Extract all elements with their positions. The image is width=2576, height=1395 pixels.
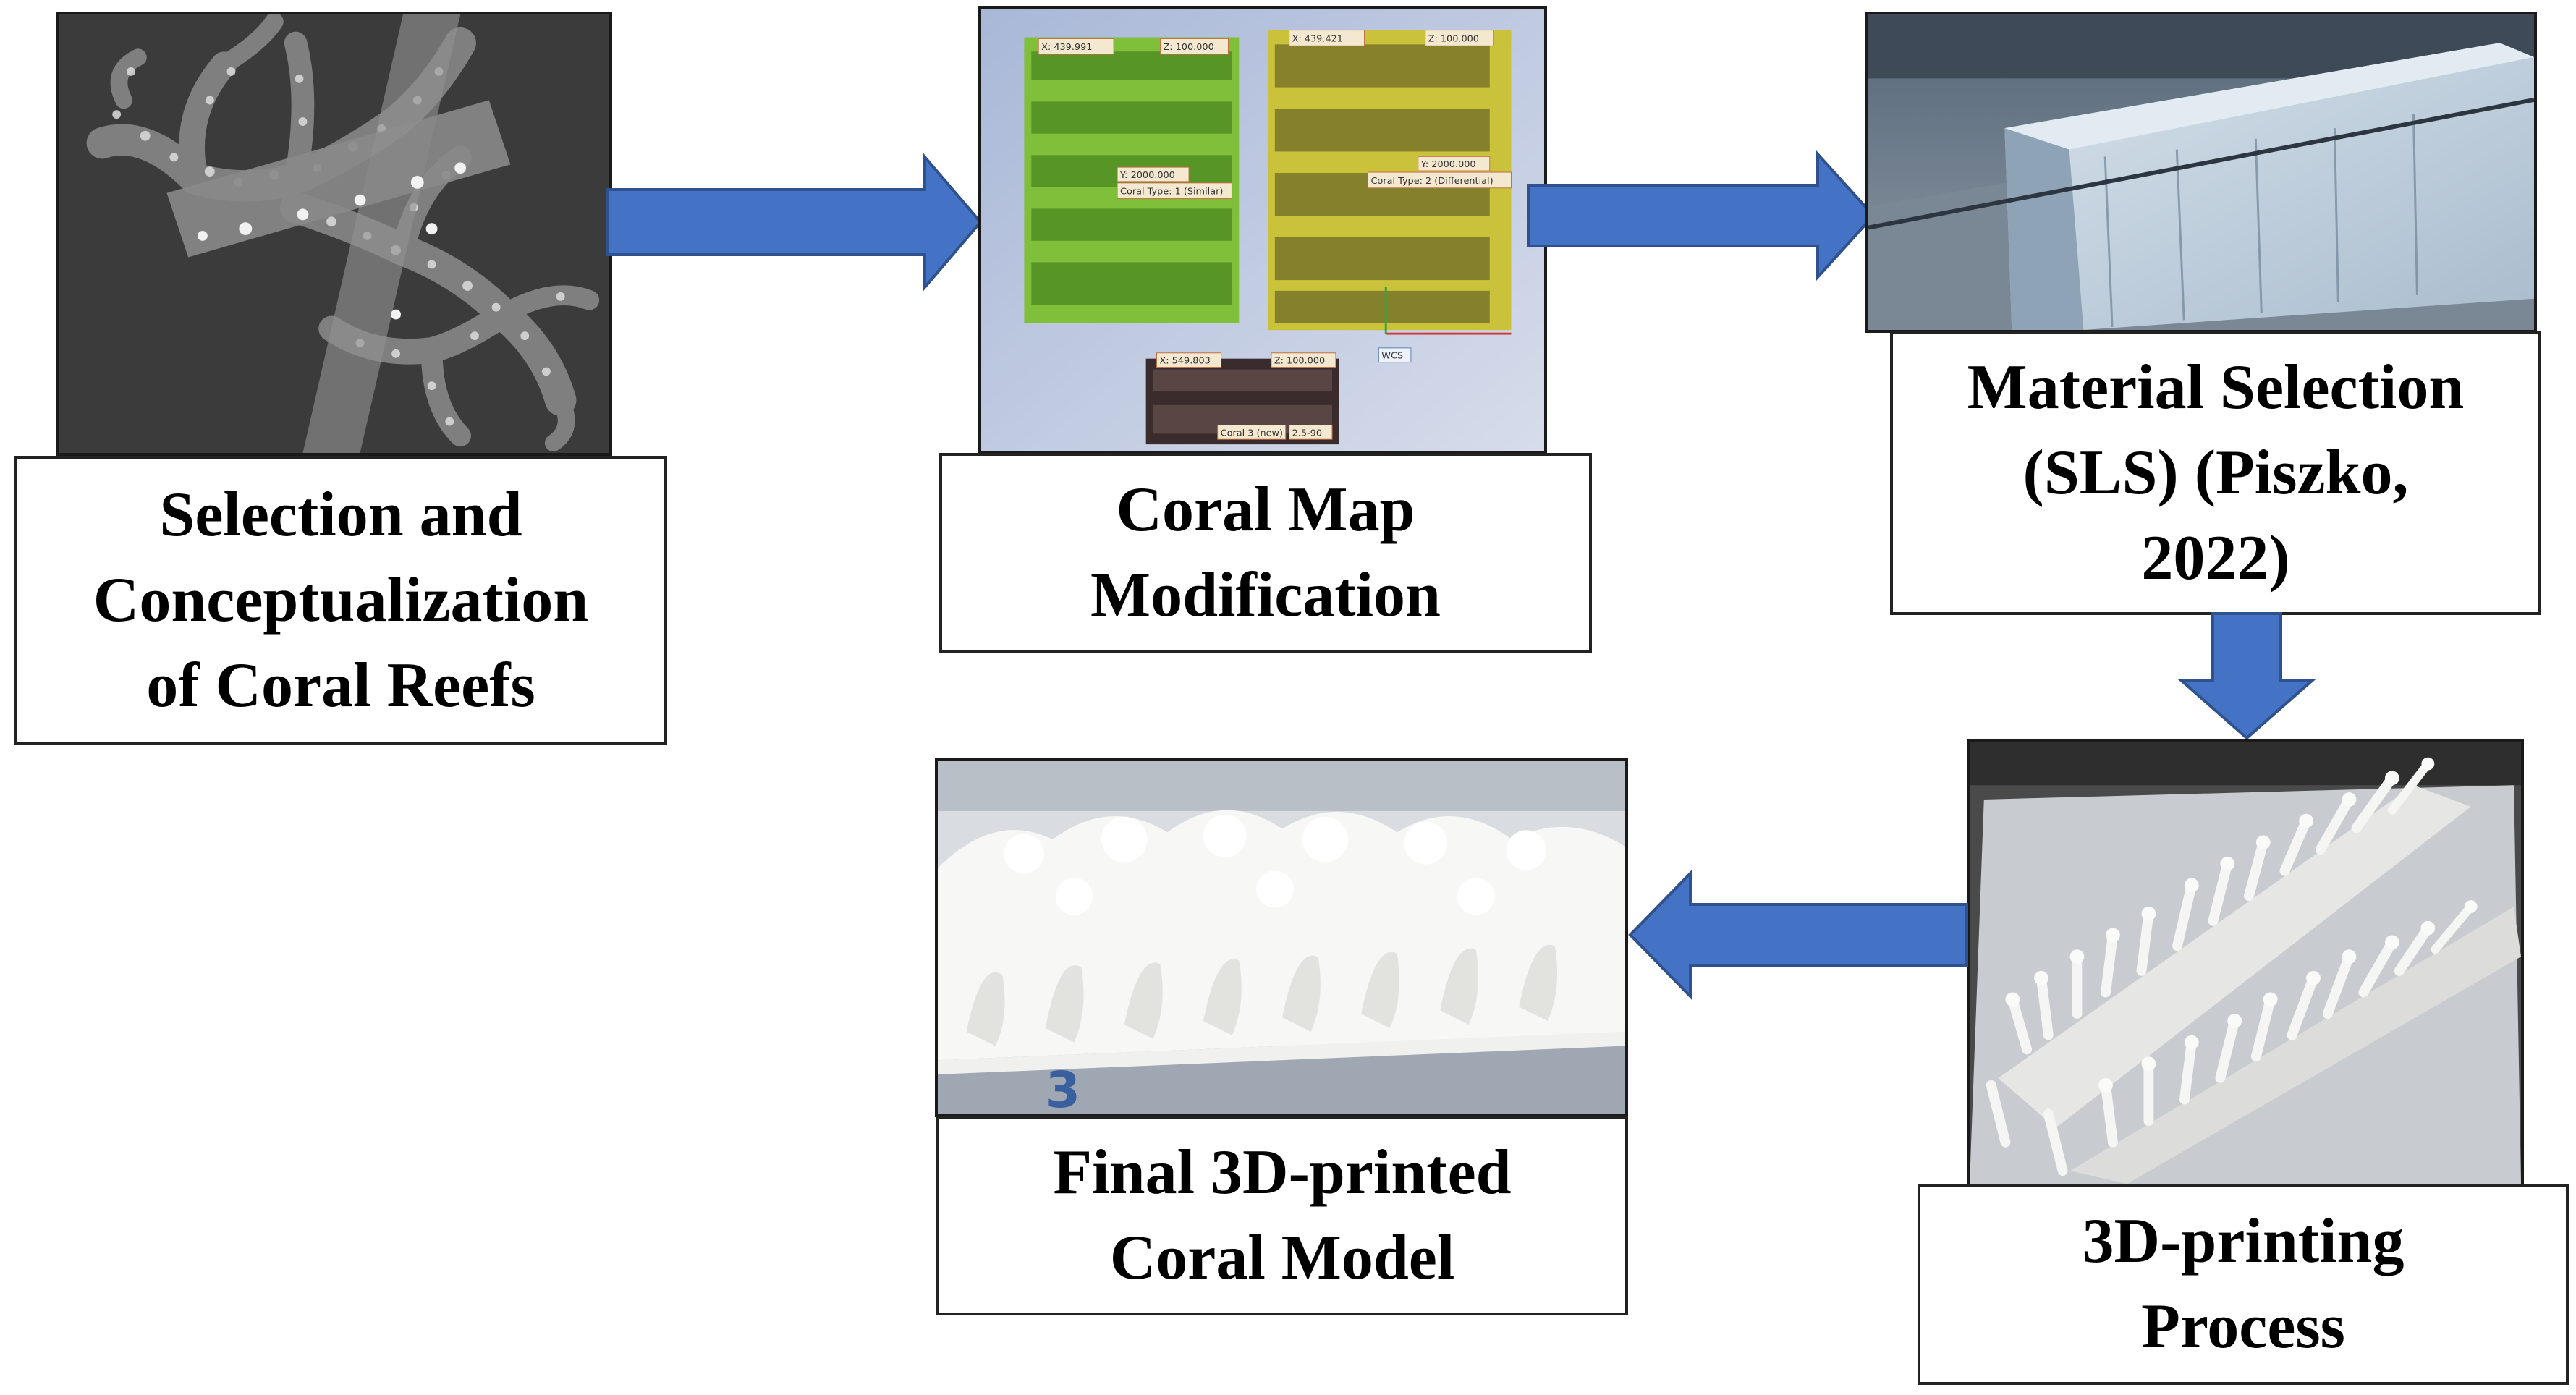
step-label-line: 3D-printing (2082, 1206, 2405, 1276)
step-label-line: of Coral Reefs (146, 650, 535, 721)
tray-number-label: 3 (1046, 1061, 1080, 1114)
screen-type-label: Coral 3 (new) (1221, 428, 1283, 438)
printing-tray-image (1967, 739, 2524, 1187)
screen-coord-label: Z: 100.000 (1428, 33, 1479, 44)
screen-coord-label: X: 439.421 (1292, 33, 1343, 44)
sls-powder-bed-image (1865, 12, 2537, 333)
step-label-line: Coral Model (1109, 1223, 1455, 1293)
screen-coord-label: Z: 100.000 (1274, 356, 1325, 367)
screen-coord-label: Z: 100.000 (1163, 42, 1213, 53)
printed-coral-model-image: 3 (935, 758, 1628, 1117)
screen-wcs-label: WCS (1381, 351, 1403, 362)
step-label-material: Material Selection (SLS) (Piszko, 2022) (1890, 331, 2541, 615)
arrow-printing-to-final (1627, 870, 1968, 1000)
screen-type-label: Coral Type: 2 (Differential) (1370, 176, 1493, 187)
step-label-line: 2022) (2141, 523, 2290, 593)
step-label-printing: 3D-printing Process (1918, 1184, 2569, 1385)
step-label-line: (SLS) (Piszko, (2022, 438, 2409, 508)
step-label-line: Conceptualization (93, 565, 589, 635)
coral-branch-scan-image (56, 12, 612, 456)
step-label-line: Material Selection (1967, 352, 2465, 423)
screen-coord-label: Y: 2000.000 (1119, 170, 1175, 181)
arrow-material-to-printing (2177, 612, 2317, 741)
arrow-map-to-material (1527, 150, 1877, 281)
step-label-line: Final 3D-printed (1053, 1137, 1512, 1208)
step-label-line: Coral Map (1116, 475, 1415, 545)
step-label-map: Coral Map Modification (939, 453, 1592, 653)
screen-coord-label: X: 549.803 (1159, 356, 1210, 367)
step-label-selection: Selection and Conceptualization of Coral… (14, 456, 667, 745)
step-label-line: Selection and (159, 480, 522, 550)
screen-coord-label: Y: 2000.000 (1420, 159, 1476, 170)
step-label-line: Process (2141, 1292, 2345, 1362)
step-label-final: Final 3D-printed Coral Model (936, 1116, 1628, 1315)
step-label-line: Modification (1090, 560, 1441, 630)
coral-map-screen-image: X: 439.991 Z: 100.000 X: 439.421 Z: 100.… (978, 6, 1547, 454)
screen-coord-label: X: 439.991 (1041, 42, 1092, 53)
screen-coord-label: 2.5-90 (1292, 428, 1322, 438)
screen-type-label: Coral Type: 1 (Similar) (1120, 187, 1223, 198)
arrow-selection-to-map (606, 153, 984, 292)
